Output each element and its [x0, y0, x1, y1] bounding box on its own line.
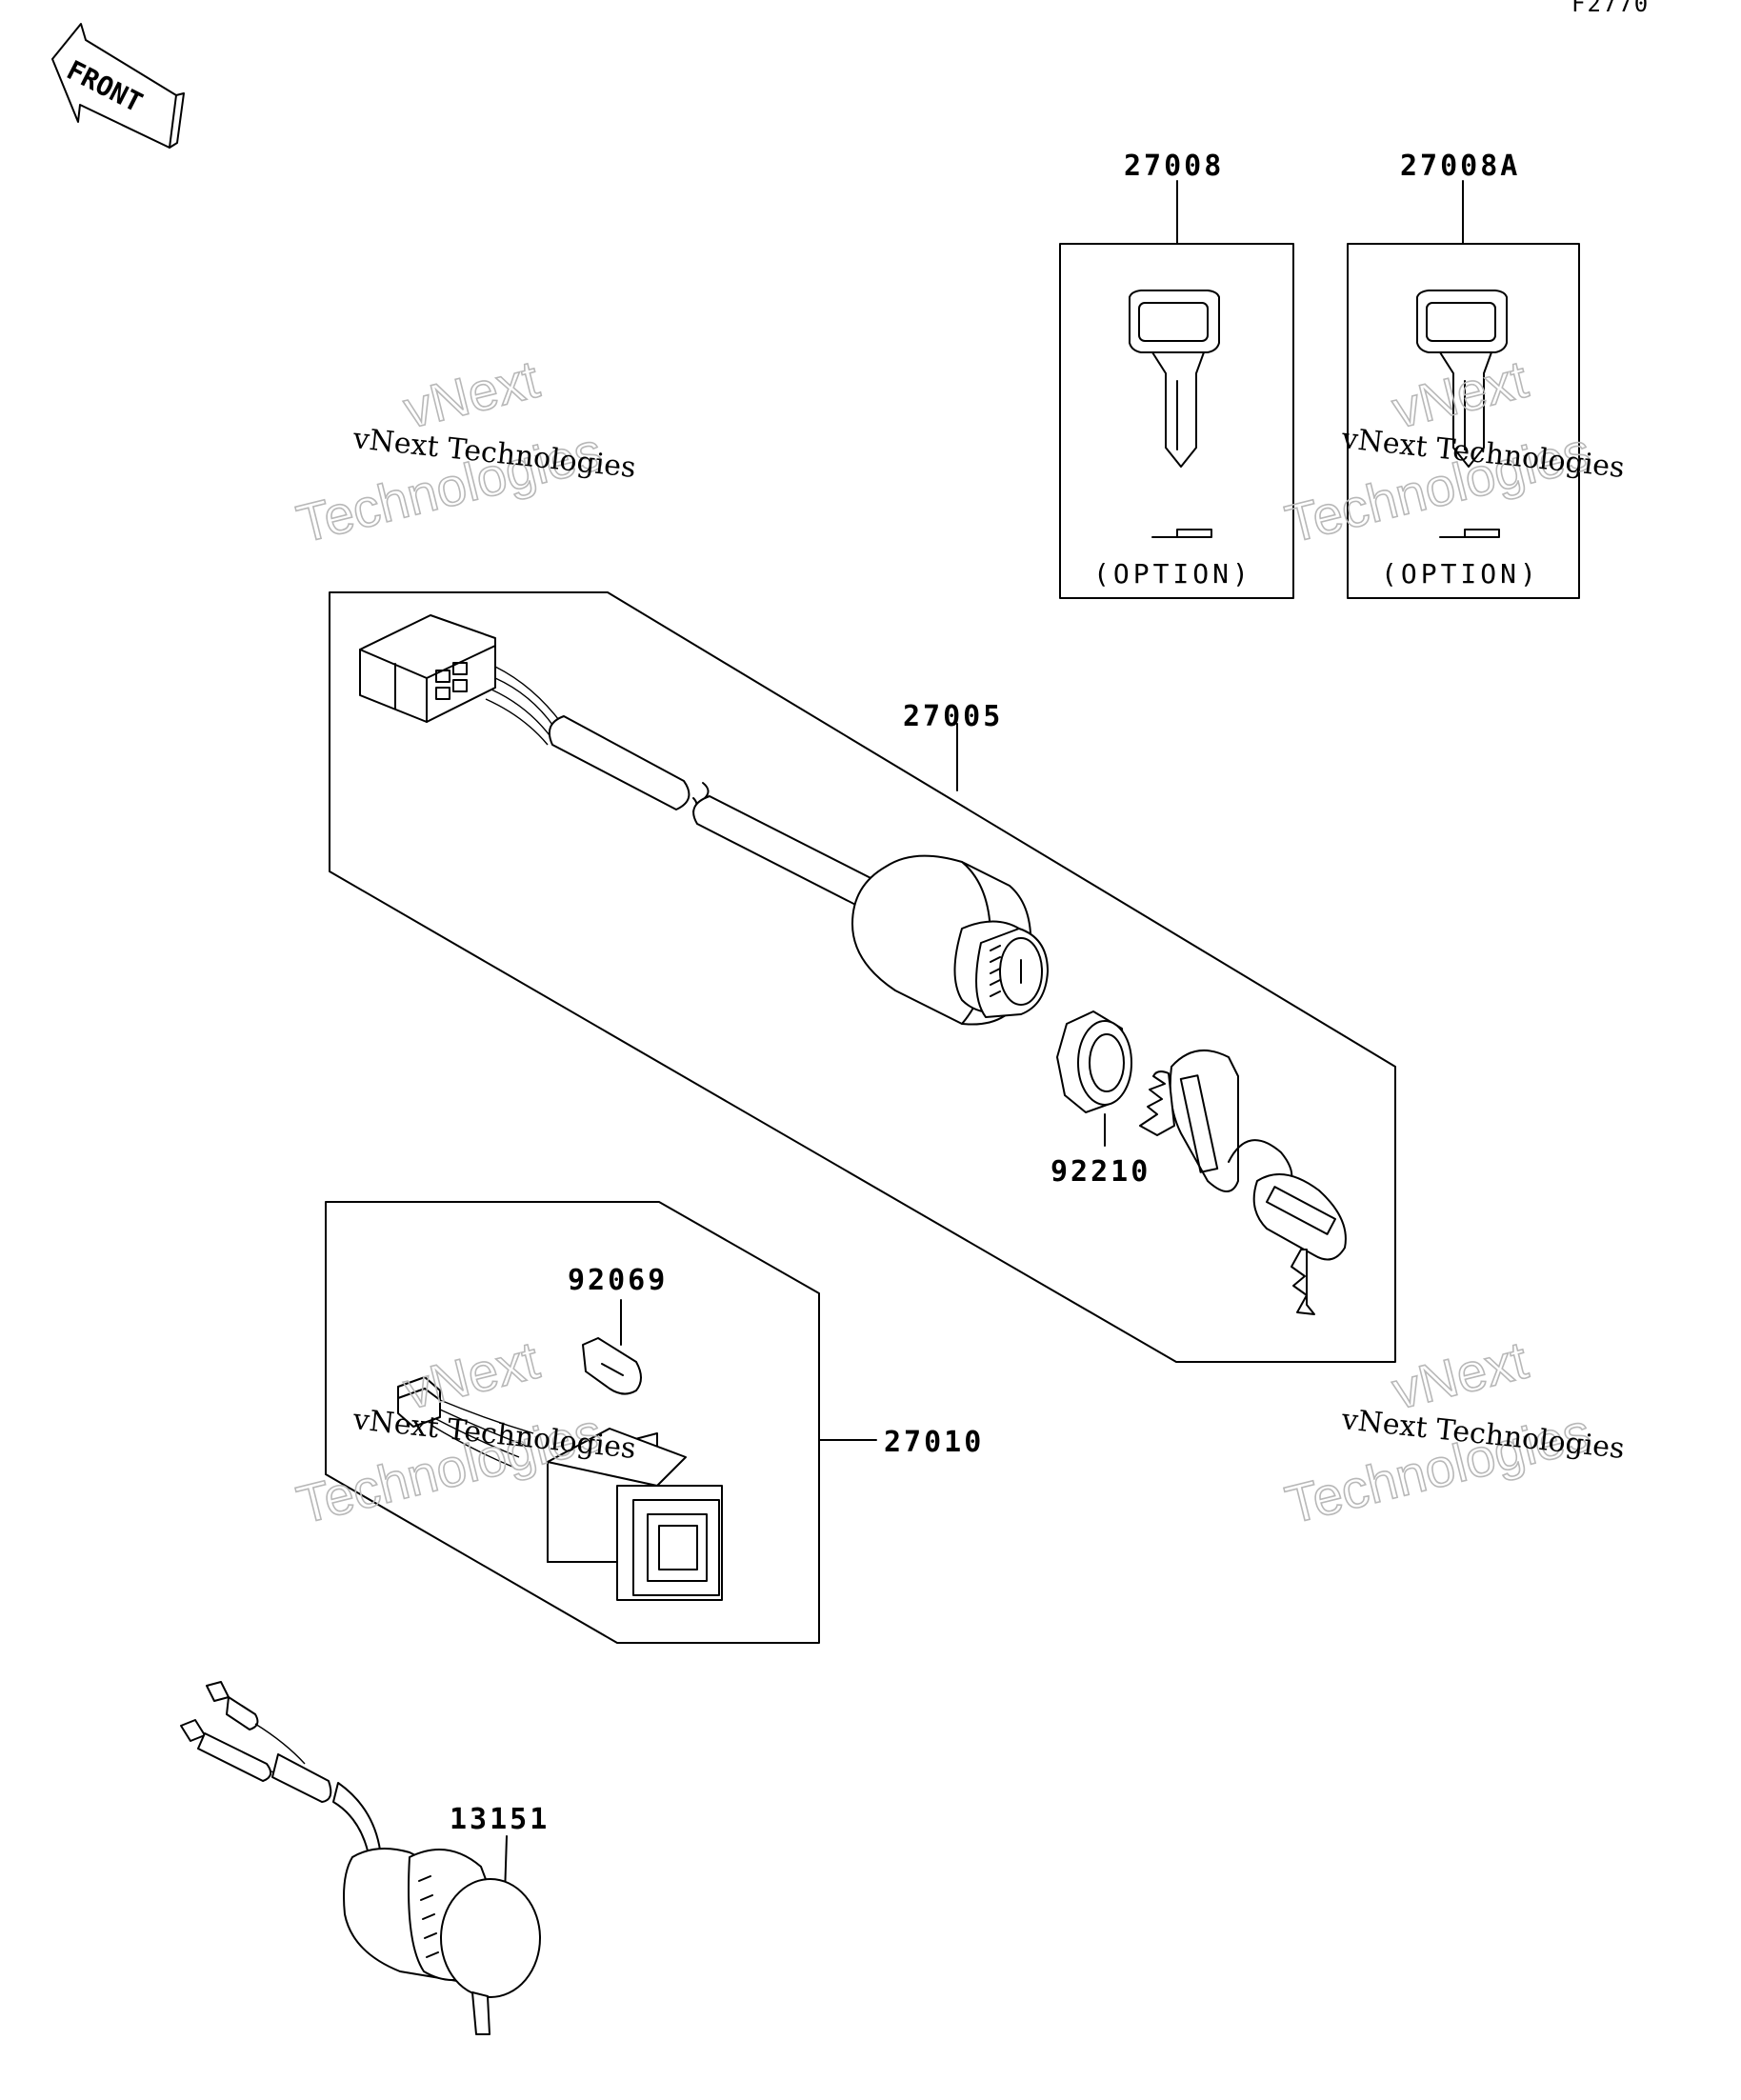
option-label-27008: (OPTION) — [1093, 558, 1252, 590]
indicator-assembly-27010: 27010 92069 — [325, 1201, 984, 1644]
part-label-27008A: 27008A — [1400, 150, 1520, 183]
bulb-icon — [582, 1337, 642, 1395]
part-label-13151: 13151 — [450, 1803, 550, 1836]
option-label-27008A: (OPTION) — [1381, 558, 1540, 590]
ignition-key-icon — [1139, 1050, 1347, 1315]
svg-text:vNext: vNext — [398, 1330, 546, 1421]
svg-text:vNext: vNext — [398, 349, 546, 440]
part-label-27005: 27005 — [903, 700, 1003, 733]
front-arrow-icon: FRONT — [51, 23, 185, 149]
ignition-switch-assembly-27005: 27005 — [329, 591, 1396, 1363]
watermark: vNext Technologies vNext Technologies — [1279, 1329, 1626, 1535]
blank-key-icon — [1416, 290, 1508, 468]
wire-connector-icon — [359, 614, 496, 723]
watermark: vNext Technologies vNext Technologies — [1279, 348, 1626, 554]
socket-13151: 13151 — [180, 1681, 550, 2035]
key-option-box-27008: 27008 (OPTION) — [1059, 150, 1294, 599]
part-label-92069: 92069 — [568, 1264, 668, 1297]
key-option-box-27008A: 27008A (OPTION) — [1347, 150, 1580, 599]
nut-92210: 92210 — [1051, 1010, 1151, 1189]
part-label-27008: 27008 — [1124, 150, 1224, 183]
part-label-92210: 92210 — [1051, 1155, 1151, 1189]
watermark: vNext Technologies vNext Technologies — [290, 348, 637, 554]
svg-text:vNext: vNext — [1387, 1330, 1534, 1421]
part-label-27010: 27010 — [884, 1426, 984, 1459]
figure-code: F2770 — [1571, 0, 1650, 17]
blank-key-icon — [1129, 290, 1220, 468]
